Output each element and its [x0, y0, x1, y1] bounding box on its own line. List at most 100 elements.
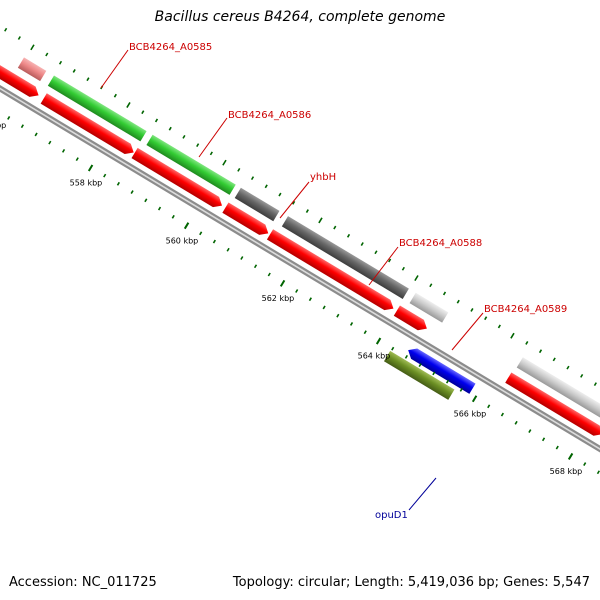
major-tick — [183, 222, 190, 230]
accession-text: Accession: NC_011725 — [9, 575, 157, 590]
genome-stats-text: Topology: circular; Length: 5,419,036 bp… — [232, 575, 590, 590]
minor-tick — [171, 214, 175, 219]
minor-tick — [34, 132, 38, 137]
minor-tick — [596, 470, 600, 475]
major-tick — [567, 452, 574, 460]
gene-label: BCB4264_A0588 — [399, 238, 482, 249]
gene-arrow-dark — [234, 187, 280, 222]
upper-tick — [593, 382, 597, 387]
callout-line — [408, 477, 437, 511]
minor-tick — [514, 420, 518, 425]
upper-tick — [154, 118, 159, 123]
tick-label: 560 kbp — [166, 236, 199, 245]
tick-label: 556 kbp — [0, 121, 6, 130]
gene-arrow-pink — [17, 57, 47, 82]
upper-tick — [566, 365, 570, 370]
map-title: Bacillus cereus B4264, complete genome — [154, 9, 446, 25]
upper-tick — [388, 258, 392, 263]
upper-tick — [209, 151, 213, 156]
callout-line — [368, 246, 399, 286]
upper-tick — [333, 225, 337, 230]
minor-tick — [144, 198, 148, 203]
major-tick — [279, 279, 286, 287]
minor-tick — [445, 379, 450, 384]
minor-tick — [295, 289, 299, 293]
minor-tick — [459, 387, 463, 392]
minor-tick — [20, 124, 24, 129]
upper-tick — [278, 192, 282, 197]
minor-tick — [349, 322, 354, 326]
callout-line — [100, 49, 129, 89]
minor-tick — [61, 148, 66, 153]
cds-arrow — [222, 202, 269, 235]
gene-label: BCB4264_A0589 — [484, 304, 567, 315]
upper-tick — [292, 200, 296, 205]
minor-tick — [253, 264, 258, 269]
upper-tick — [250, 176, 255, 181]
minor-tick — [240, 256, 244, 260]
minor-tick — [432, 371, 436, 376]
minor-tick — [541, 437, 546, 442]
upper-tick — [497, 324, 501, 329]
tick-label: 564 kbp — [358, 352, 391, 361]
minor-tick — [157, 206, 162, 211]
tick-label: 558 kbp — [70, 179, 103, 188]
minor-tick — [267, 272, 271, 277]
cds-arrow — [266, 229, 394, 311]
minor-tick — [555, 445, 559, 450]
upper-tick — [429, 283, 433, 288]
upper-tick — [374, 250, 378, 255]
upper-tick — [401, 266, 405, 271]
minor-tick — [583, 462, 587, 466]
minor-tick — [103, 173, 107, 178]
gene-arrow-light — [516, 357, 600, 424]
minor-tick — [528, 429, 532, 433]
cds-arrow — [0, 53, 39, 97]
upper-tick — [168, 126, 172, 131]
minor-tick — [363, 330, 367, 335]
minor-tick — [336, 313, 340, 318]
minor-tick — [116, 181, 120, 186]
upper-tick — [86, 77, 90, 82]
upper-tick — [72, 69, 76, 73]
backbone-line-inner — [0, 64, 600, 478]
upper-tick — [141, 110, 145, 115]
gene-arrow-green — [47, 75, 147, 142]
upper-tick — [552, 357, 556, 362]
upper-tick — [484, 316, 488, 321]
minor-tick — [199, 231, 203, 236]
callout-line — [451, 312, 484, 351]
cds-arrow — [131, 147, 223, 208]
gene-arrow-olive — [383, 350, 455, 400]
upper-tick — [126, 102, 131, 108]
minor-tick — [226, 247, 230, 252]
minor-tick — [308, 297, 312, 302]
upper-tick — [456, 299, 460, 304]
upper-tick — [182, 134, 186, 139]
gene-arrow-dark — [281, 216, 409, 299]
minor-tick — [500, 412, 504, 417]
upper-tick — [442, 291, 447, 296]
upper-tick — [538, 349, 543, 354]
upper-tick — [525, 341, 529, 345]
minor-tick — [75, 157, 79, 162]
upper-tick — [196, 143, 200, 148]
upper-tick — [17, 36, 21, 40]
upper-tick — [237, 167, 241, 172]
upper-tick — [113, 93, 117, 98]
gene-arrow-blue — [408, 348, 476, 394]
major-tick — [375, 337, 382, 345]
minor-tick — [7, 116, 11, 120]
tick-label: 566 kbp — [454, 409, 487, 418]
gene-label: BCB4264_A0586 — [228, 110, 311, 121]
upper-tick — [30, 44, 35, 51]
minor-tick — [48, 140, 52, 145]
major-tick — [471, 395, 478, 403]
cds-arrow — [393, 305, 427, 331]
upper-tick — [264, 184, 268, 189]
minor-tick — [391, 346, 395, 351]
major-tick — [87, 164, 94, 172]
cds-arrow — [505, 372, 600, 436]
minor-tick — [487, 404, 491, 409]
